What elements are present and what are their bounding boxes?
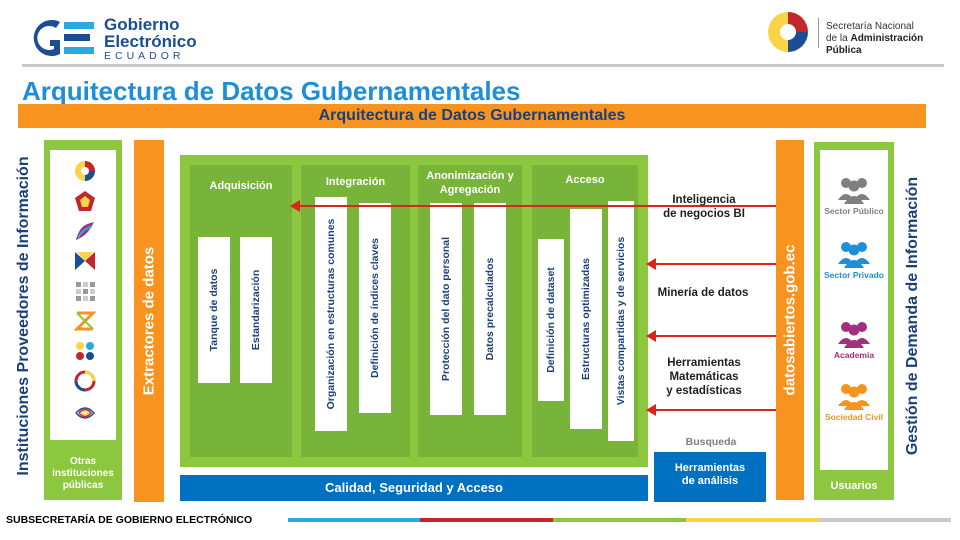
arrow-herramientas-line [656, 335, 776, 337]
stage-anonimizacion: Anonimización y Agregación Protección de… [418, 165, 522, 457]
pill-datos-precalculados: Datos precalculados [474, 203, 506, 415]
institution-logo-2-icon [75, 191, 95, 211]
arrow-left-icon [646, 404, 656, 416]
institution-logo-6-icon [74, 311, 96, 331]
people-group-icon [838, 384, 870, 410]
people-group-icon [838, 178, 870, 204]
stage-integracion: Integración Organización en estructuras … [301, 165, 410, 457]
footer-color-segment [553, 518, 686, 522]
users-label: Usuarios [830, 480, 878, 492]
data-pipeline-panel: Adquisición Tanque de datos Estandarizac… [180, 155, 648, 467]
header-divider [22, 64, 944, 67]
footer-color-segment [288, 518, 420, 522]
datos-abiertos-portal-bar: datosabiertos.gob.ec [776, 140, 804, 500]
people-group-icon [838, 242, 870, 268]
institution-logo-1-icon [75, 161, 95, 181]
institution-logo-4-icon [75, 252, 95, 270]
people-group-icon [838, 322, 870, 348]
page-title: Arquitectura de Datos Gubernamentales [22, 76, 521, 106]
stage-title: Integración [325, 176, 386, 188]
providers-panel: Otras instituciones públicas [44, 140, 122, 500]
footer-color-segment [819, 518, 951, 522]
user-group-sector-publico: Sector Público [820, 176, 888, 216]
ge-logo-line1: Gobierno [104, 15, 180, 34]
user-group-academia: Academia [820, 320, 888, 360]
institution-logos [50, 150, 116, 440]
ge-logo-line2: Electrónico [104, 32, 197, 51]
institution-logo-3-icon [76, 222, 94, 240]
other-institutions-label: Otras instituciones públicas [52, 456, 114, 491]
secretaria-logo: Secretaría Nacional de la Administración… [766, 10, 946, 56]
pill-estructuras-optimizadas: Estructuras optimizadas [570, 209, 602, 429]
tool-herramientas-matematicas: Herramientas Matemáticas y estadísticas [666, 357, 742, 397]
data-extractors-bar: Extractores de datos [134, 140, 164, 502]
pill-vistas-compartidas: Vistas compartidas y de servicios [608, 201, 634, 441]
gobierno-electronico-logo: Gobierno Electrónico ECUADOR [30, 14, 200, 64]
analysis-tools-box: Herramientas de análisis [654, 452, 766, 502]
user-group-sociedad-civil: Sociedad Civil [820, 382, 888, 422]
stage-title: Anonimización y Agregación [426, 170, 514, 196]
architecture-banner: Arquitectura de Datos Gubernamentales [18, 104, 926, 128]
demand-management-label: Gestión de Demanda de Información [904, 176, 921, 456]
pill-definicion-indices: Definición de índices claves [359, 203, 391, 413]
footer-subsecretaria: SUBSECRETARÍA DE GOBIERNO ELECTRÓNICO [6, 514, 253, 526]
arrow-analisis-line [656, 409, 776, 411]
arrow-left-icon [646, 258, 656, 270]
pill-tanque-de-datos: Tanque de datos [198, 237, 230, 383]
pill-definicion-dataset: Definición de dataset [538, 239, 564, 401]
busqueda-label: Busqueda [685, 436, 737, 448]
footer-color-segment [420, 518, 553, 522]
pill-estandarizacion: Estandarización [240, 237, 272, 383]
arrow-bi-line [300, 205, 776, 207]
footer-color-segment [686, 518, 819, 522]
arrow-left-icon [290, 200, 300, 212]
ge-logo-mark-icon [33, 20, 94, 56]
secretaria-line2-bold: Administración Pública [826, 33, 924, 56]
secretaria-emblem-icon [768, 12, 808, 52]
institution-logo-9-icon [75, 407, 96, 419]
user-group-sector-privado: Sector Privado [820, 240, 888, 280]
tool-bi: Inteligencia de negocios BI [663, 194, 745, 220]
users-panel: Sector Público Sector Privado Academia S… [814, 142, 894, 500]
pill-proteccion-dato: Protección del dato personal [430, 203, 462, 415]
institution-logo-8-icon [74, 370, 96, 392]
institution-logo-5-icon [76, 282, 95, 301]
stage-acceso: Acceso Definición de dataset Estructuras… [532, 165, 638, 457]
institution-logo-7-icon [76, 342, 94, 360]
tool-mineria: Minería de datos [657, 287, 749, 299]
arrow-left-icon [646, 330, 656, 342]
stage-adquisicion: Adquisición Tanque de datos Estandarizac… [190, 165, 292, 457]
arrow-mineria-line [656, 263, 776, 265]
quality-security-access-bar: Calidad, Seguridad y Acceso [180, 475, 648, 501]
stage-title: Acceso [565, 174, 605, 186]
ge-logo-line3: ECUADOR [104, 50, 185, 62]
pill-organizacion: Organización en estructuras comunes [315, 197, 347, 431]
secretaria-line1: Secretaría Nacional [826, 21, 914, 32]
providers-label: Instituciones Proveedores de Información [15, 156, 32, 476]
secretaria-line2-prefix: de la [826, 33, 848, 44]
stage-title: Adquisición [209, 180, 273, 192]
